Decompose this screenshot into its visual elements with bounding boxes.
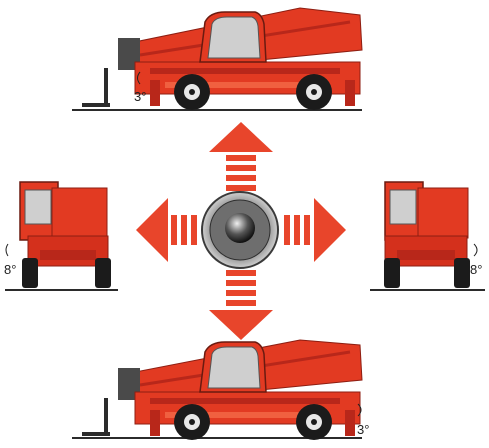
right-wheel-a: [384, 258, 400, 288]
top-side-view-machine: 3°: [72, 8, 362, 110]
left-wheel-a: [22, 258, 38, 288]
left-body: [52, 188, 107, 238]
top-angle-label: 3°: [134, 89, 146, 104]
left-wheel-b: [95, 258, 111, 288]
arrow-up-icon: [209, 122, 273, 191]
right-angle-label: 8°: [470, 262, 482, 277]
arrow-left-icon: [136, 198, 197, 262]
bottom-fork: [104, 398, 108, 434]
left-tilt-arrow: [6, 244, 8, 256]
top-fork: [104, 68, 108, 106]
right-wheel-b: [454, 258, 470, 288]
right-front-view-machine: 8°: [370, 182, 485, 290]
joystick-icon: [202, 192, 278, 268]
arrow-right-icon: [284, 198, 346, 262]
left-front-view-machine: 8°: [4, 182, 118, 290]
arrow-down-icon: [209, 270, 273, 340]
right-tilt-arrow: [474, 244, 477, 256]
bottom-angle-label: 3°: [357, 422, 369, 437]
right-body: [418, 188, 468, 238]
bottom-side-view-machine: 3°: [72, 340, 369, 440]
left-angle-label: 8°: [4, 262, 16, 277]
